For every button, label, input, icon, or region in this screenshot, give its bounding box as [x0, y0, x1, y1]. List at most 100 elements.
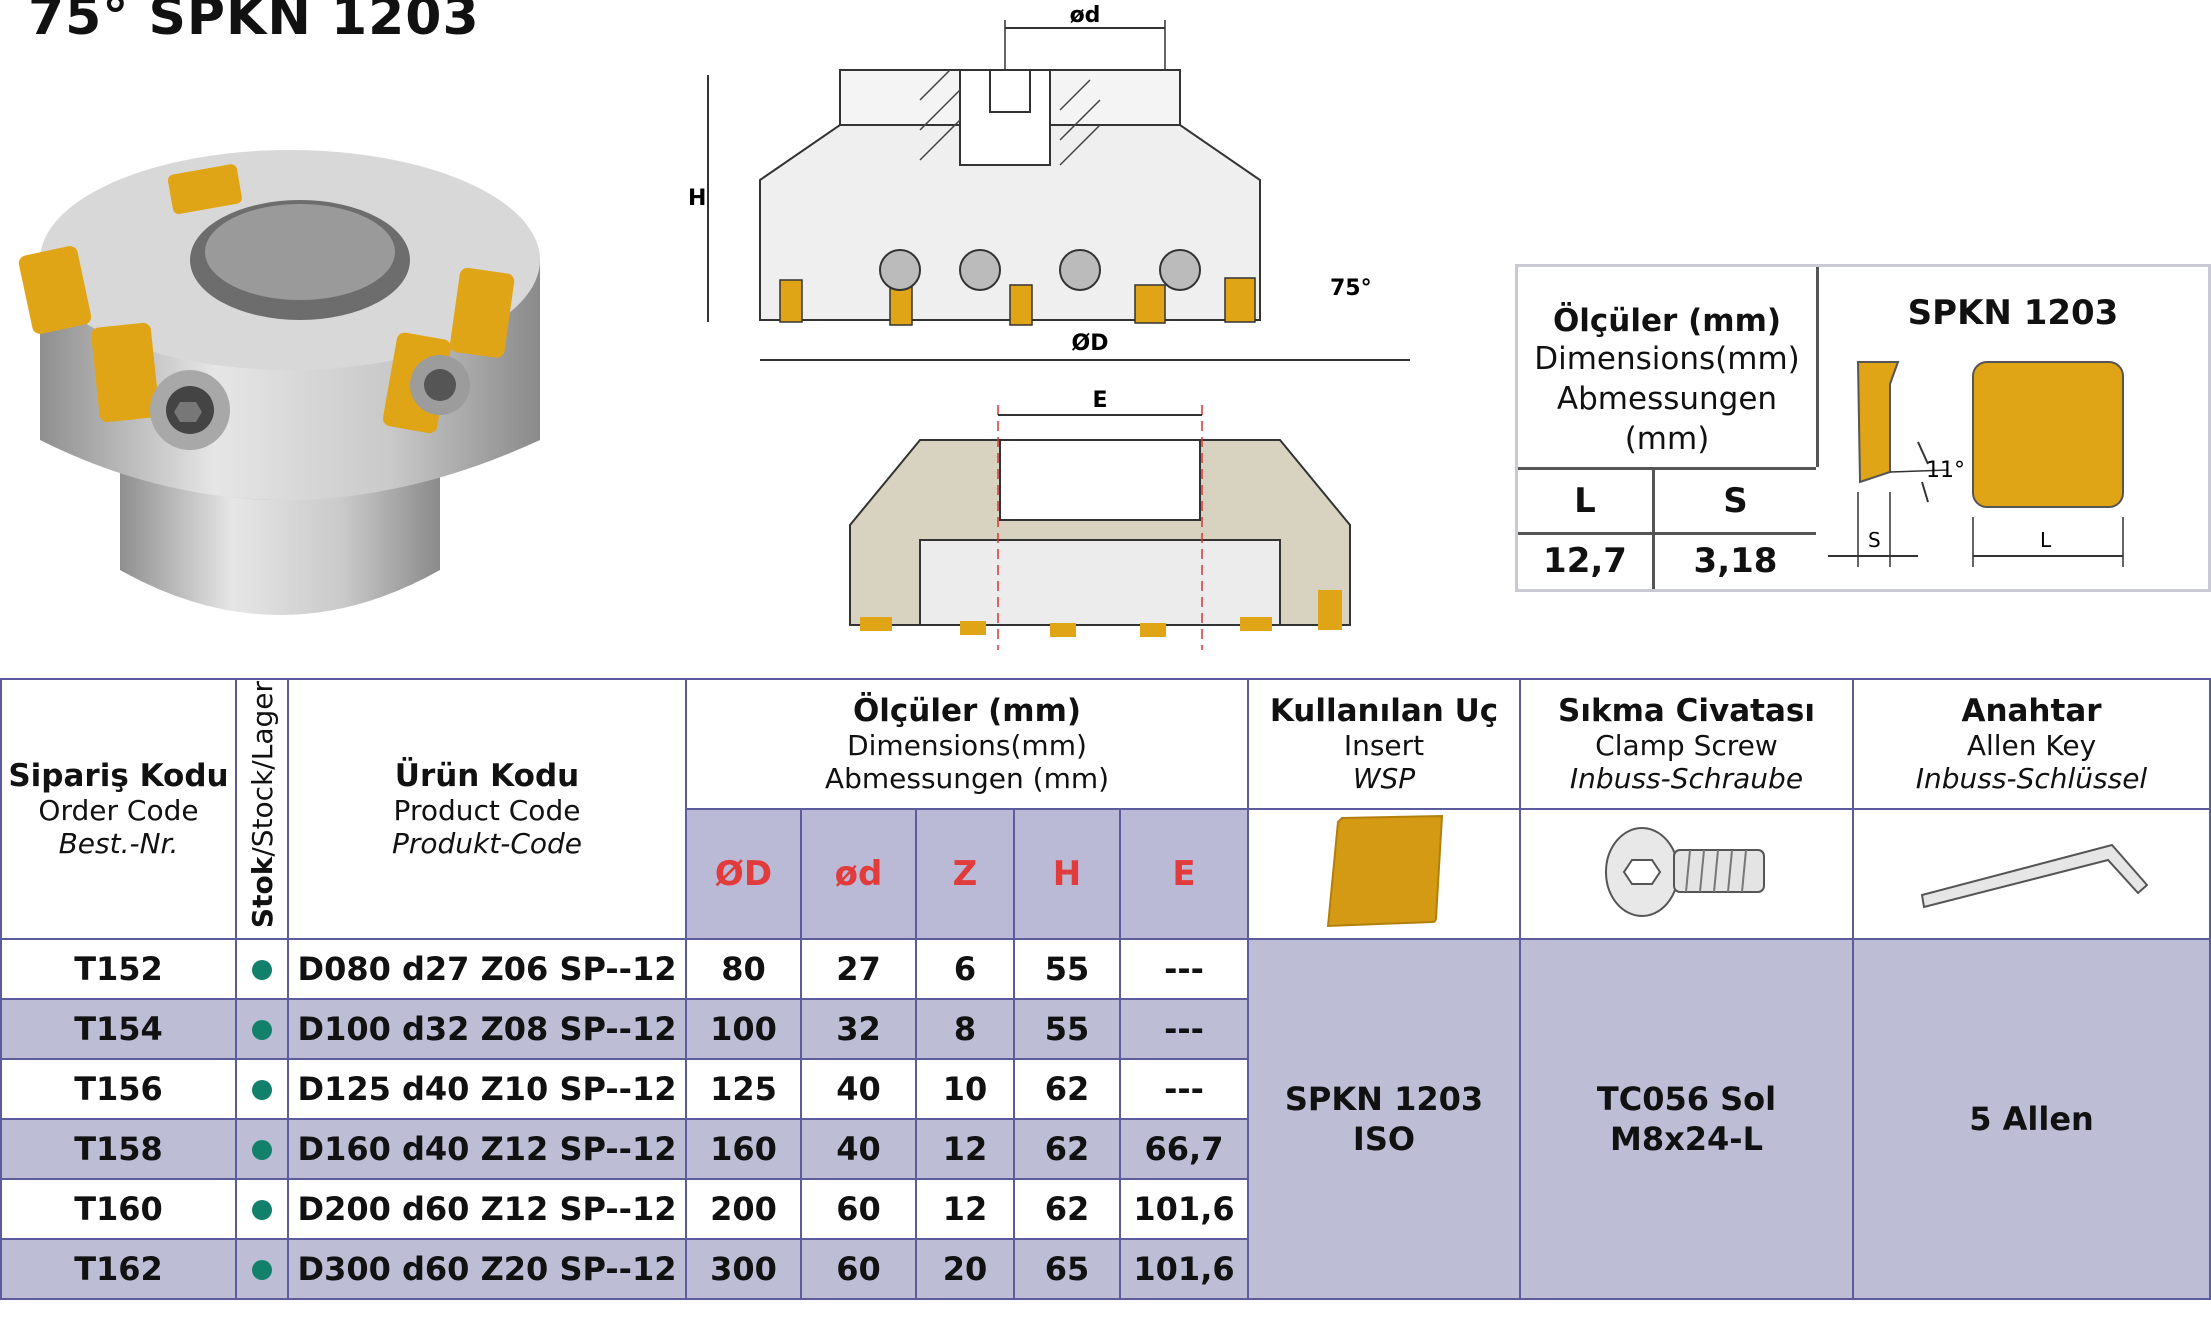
z-cell: 10 — [915, 1058, 1015, 1120]
spec-insert-title: SPKN 1203 — [1907, 293, 2119, 333]
dim-header-z: Z — [915, 808, 1015, 940]
spec-col-s: S — [1723, 481, 1748, 521]
spec-val-s: 3,18 — [1693, 540, 1778, 581]
order-code-cell: T154 — [0, 998, 237, 1060]
big-d-cell: 80 — [685, 938, 802, 1000]
label-insert-s: S — [1868, 528, 1881, 552]
stock-dot-icon — [252, 960, 272, 980]
label-insert-angle: 11° — [1926, 458, 1965, 483]
allen-key-icon — [1920, 843, 2148, 909]
h-cell: 55 — [1013, 998, 1121, 1060]
key-image-cell — [1852, 808, 2211, 940]
header-insert: Kullanılan Uç Insert WSP — [1247, 678, 1521, 810]
order-code-cell: T162 — [0, 1238, 237, 1300]
insert-drawing: 11° S L — [1828, 361, 2124, 567]
spec-dims-header: Ölçüler (mm) Dimensions(mm) Abmessungen … — [1518, 267, 1819, 467]
label-e: E — [1092, 388, 1107, 413]
insert-value-1: SPKN 1203 — [1284, 1080, 1484, 1118]
milling-cutter-photo — [18, 150, 540, 615]
spec-values-grid: L S 12,7 3,18 — [1518, 467, 1816, 592]
header-dimensions: Ölçüler (mm) Dimensions(mm) Abmessungen … — [685, 678, 1249, 810]
e-cell: 101,6 — [1119, 1238, 1249, 1300]
product-code-cell: D125 d40 Z10 SP--12 — [287, 1058, 687, 1120]
stock-dot-icon — [252, 1200, 272, 1220]
stock-cell — [235, 1178, 289, 1240]
small-d-cell: 40 — [800, 1058, 917, 1120]
dim-header-small-d: ød — [800, 808, 917, 940]
e-cell: --- — [1119, 998, 1249, 1060]
stock-dot-icon — [252, 1020, 272, 1040]
e-cell: --- — [1119, 1058, 1249, 1120]
big-d-cell: 200 — [685, 1178, 802, 1240]
product-code-cell: D100 d32 Z08 SP--12 — [287, 998, 687, 1060]
product-table: Sipariş Kodu Order Code Best.-Nr. Stok/S… — [0, 678, 2211, 1300]
stock-cell — [235, 938, 289, 1000]
order-code-cell: T152 — [0, 938, 237, 1000]
h-cell: 55 — [1013, 938, 1121, 1000]
z-cell: 12 — [915, 1118, 1015, 1180]
product-code-cell: D160 d40 Z12 SP--12 — [287, 1118, 687, 1180]
clamp-screw-icon — [1604, 827, 1765, 917]
header-allen-key: Anahtar Allen Key Inbuss-Schlüssel — [1852, 678, 2211, 810]
e-cell: 101,6 — [1119, 1178, 1249, 1240]
stock-cell — [235, 1118, 289, 1180]
small-d-cell: 40 — [800, 1118, 917, 1180]
small-d-cell: 60 — [800, 1238, 917, 1300]
order-code-cell: T156 — [0, 1058, 237, 1120]
z-cell: 8 — [915, 998, 1015, 1060]
spec-col-l: L — [1518, 470, 1655, 532]
cutter-side-drawing: ød H ØD 75° — [688, 3, 1410, 361]
order-code-cell: T158 — [0, 1118, 237, 1180]
big-d-cell: 125 — [685, 1058, 802, 1120]
spec-dims-tr: Ölçüler (mm) — [1552, 303, 1782, 339]
spec-val-l: 12,7 — [1518, 532, 1655, 589]
insert-image-cell — [1247, 808, 1521, 940]
spec-dims-de-unit: (mm) — [1624, 421, 1710, 457]
z-cell: 20 — [915, 1238, 1015, 1300]
dim-header-h: H — [1013, 808, 1121, 940]
big-d-cell: 300 — [685, 1238, 802, 1300]
stock-dot-icon — [252, 1260, 272, 1280]
label-big-d: ØD — [1072, 331, 1109, 356]
product-code-cell: D200 d60 Z12 SP--12 — [287, 1178, 687, 1240]
page-title: 75° SPKN 1203 — [28, 0, 480, 47]
small-d-cell: 27 — [800, 938, 917, 1000]
e-cell: 66,7 — [1119, 1118, 1249, 1180]
z-cell: 6 — [915, 938, 1015, 1000]
h-cell: 65 — [1013, 1238, 1121, 1300]
insert-icon — [1326, 814, 1444, 928]
label-height: H — [688, 186, 706, 211]
order-code-cell: T160 — [0, 1178, 237, 1240]
insert-value-2: ISO — [1352, 1120, 1416, 1158]
stock-cell — [235, 998, 289, 1060]
dim-header-big-d: ØD — [685, 808, 802, 940]
small-d-cell: 32 — [800, 998, 917, 1060]
big-d-cell: 160 — [685, 1118, 802, 1180]
header-product-code: Ürün Kodu Product Code Produkt-Code — [287, 678, 687, 940]
header-order-code: Sipariş Kodu Order Code Best.-Nr. — [0, 678, 237, 940]
product-code-cell: D080 d27 Z06 SP--12 — [287, 938, 687, 1000]
key-value-cell: 5 Allen — [1852, 938, 2211, 1300]
dim-header-e: E — [1119, 808, 1249, 940]
stock-dot-icon — [252, 1080, 272, 1100]
screw-image-cell — [1519, 808, 1854, 940]
header-clamp-screw: Sıkma Civatası Clamp Screw Inbuss-Schrau… — [1519, 678, 1854, 810]
h-cell: 62 — [1013, 1178, 1121, 1240]
label-small-d: ød — [1070, 3, 1101, 28]
e-cell: --- — [1119, 938, 1249, 1000]
small-d-cell: 60 — [800, 1178, 917, 1240]
insert-spec-box: Ölçüler (mm) Dimensions(mm) Abmessungen … — [1515, 264, 2211, 592]
h-cell: 62 — [1013, 1058, 1121, 1120]
spec-dims-de: Abmessungen — [1556, 381, 1778, 417]
stock-cell — [235, 1238, 289, 1300]
label-angle: 75° — [1330, 276, 1372, 301]
h-cell: 62 — [1013, 1118, 1121, 1180]
